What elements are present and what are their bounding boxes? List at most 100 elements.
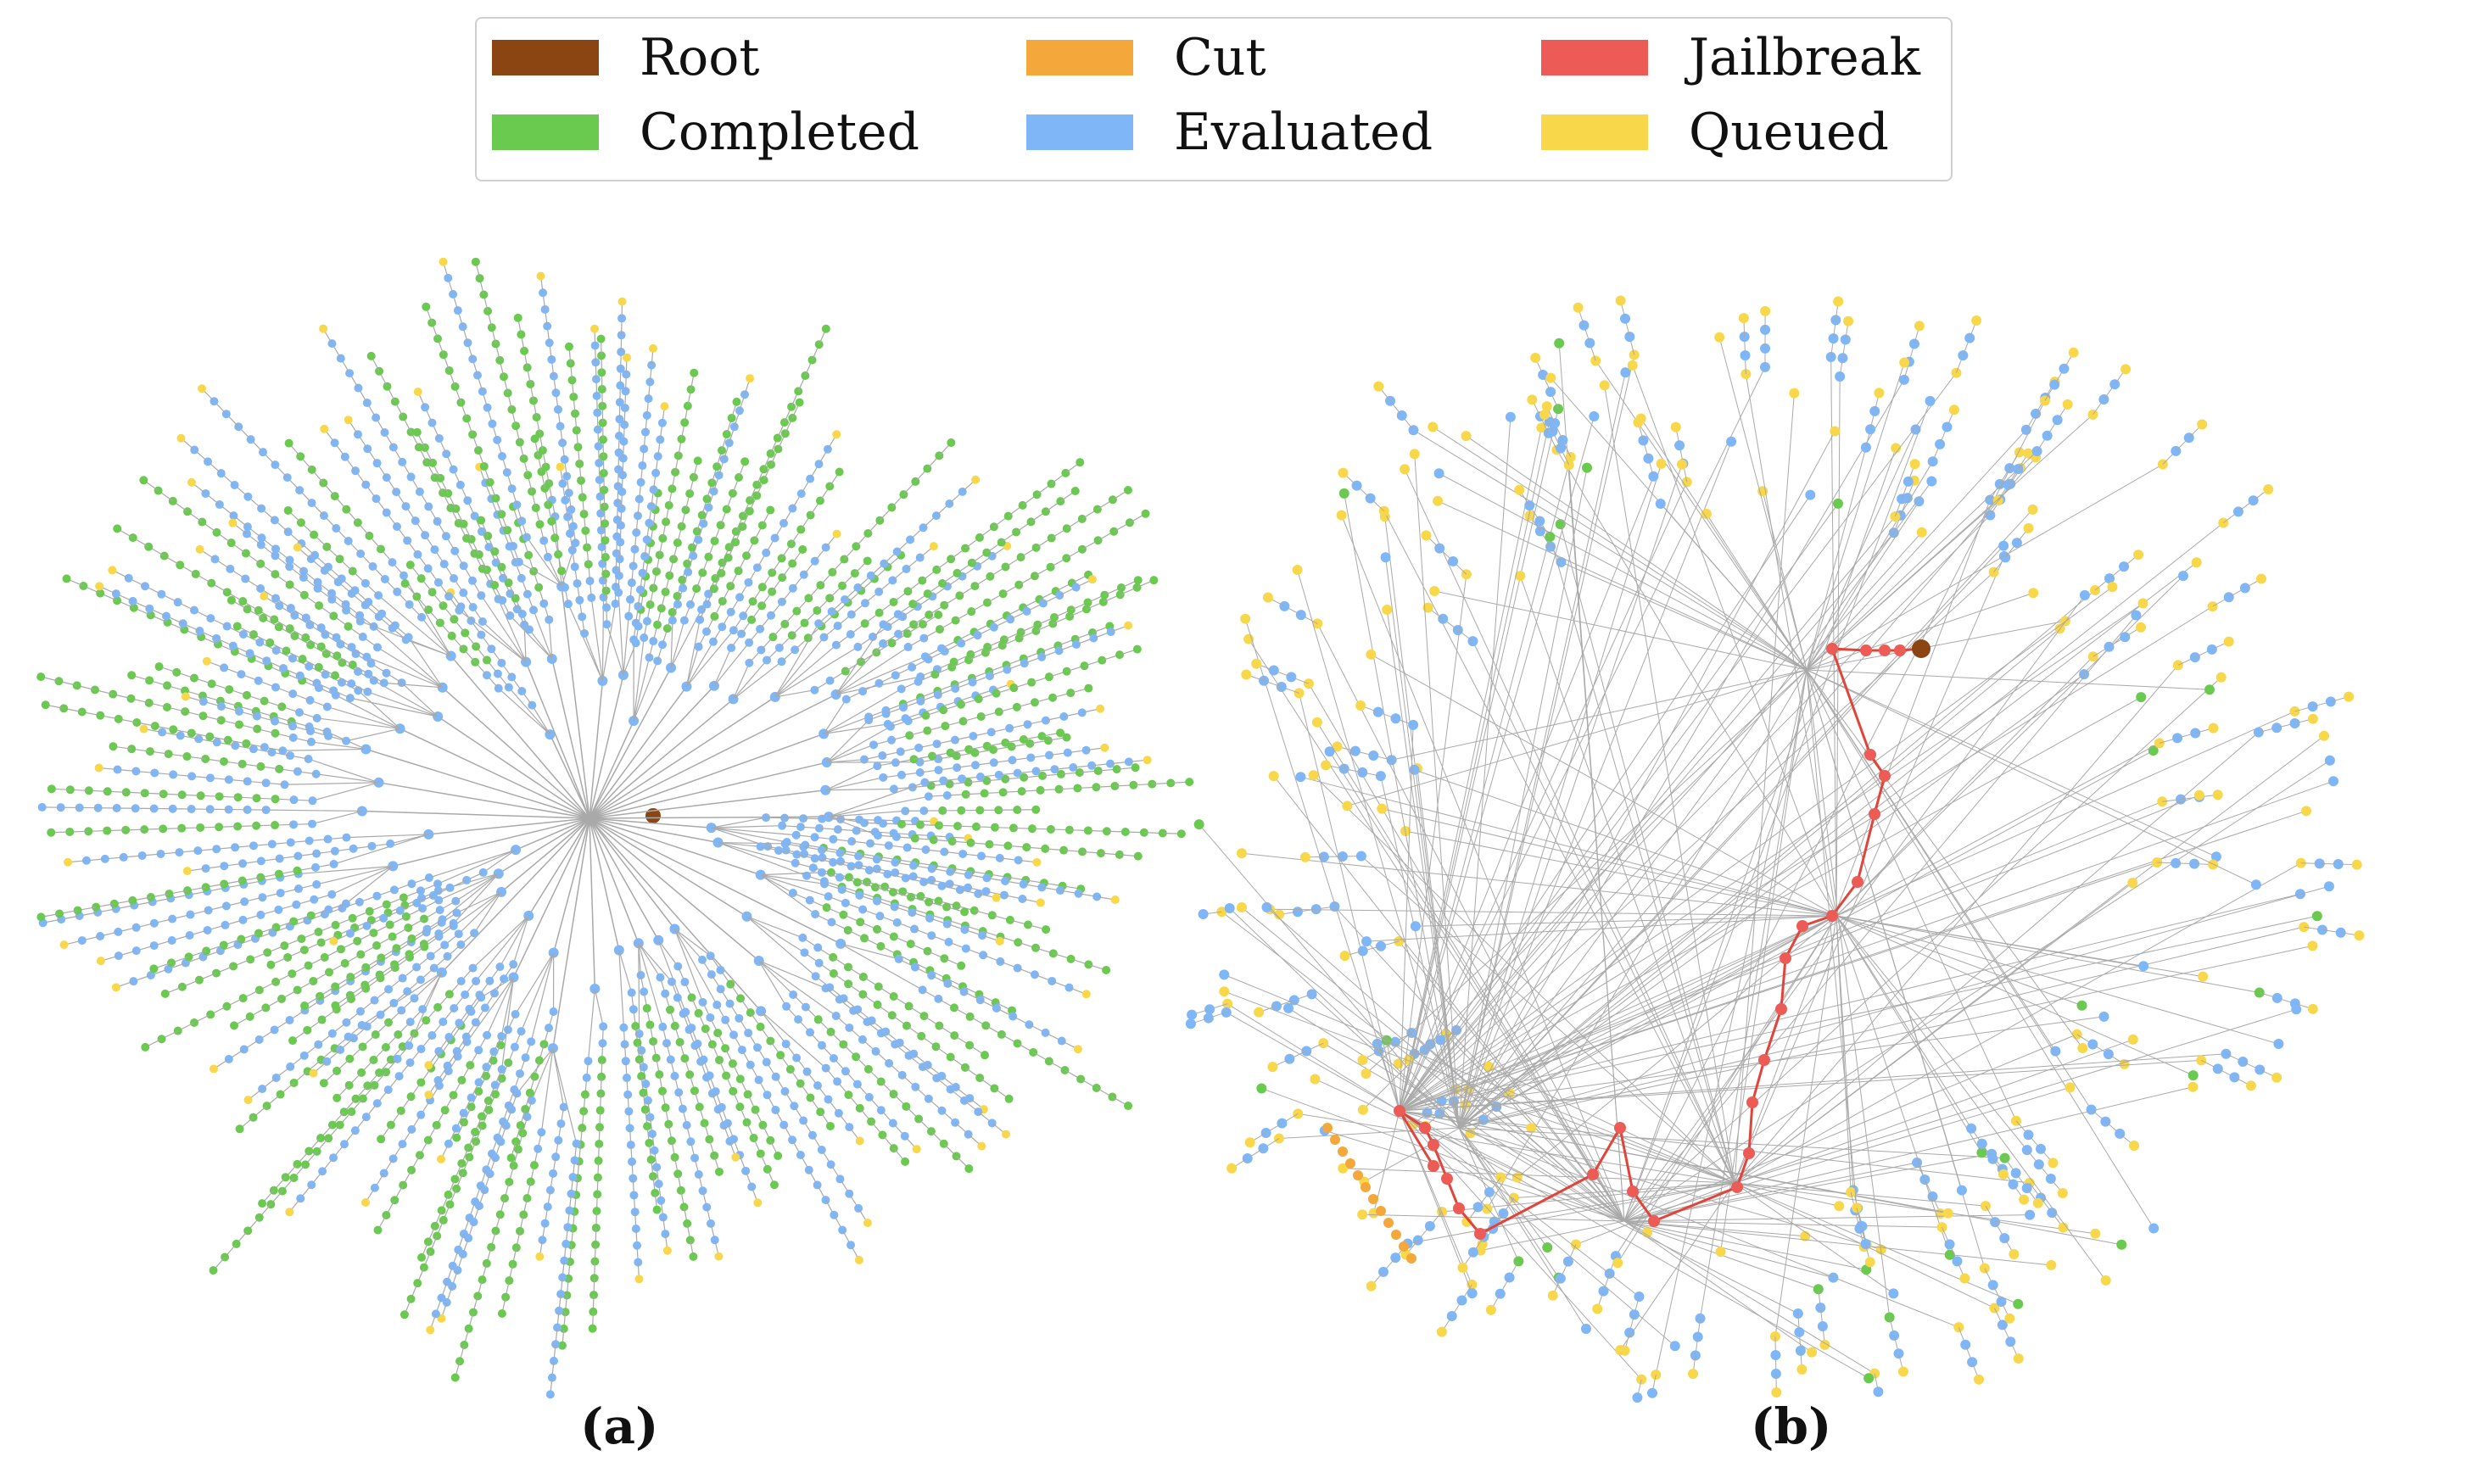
tree-node: [1100, 743, 1109, 752]
tree-edge: [589, 816, 830, 819]
tree-edge: [486, 977, 515, 1035]
tree-node: [652, 1205, 662, 1214]
tree-node: [377, 1135, 386, 1144]
tree-node: [141, 1042, 150, 1052]
tree-node: [344, 416, 353, 425]
tree-edge: [589, 694, 836, 819]
tree-edge: [711, 817, 767, 828]
tree-node: [198, 384, 207, 393]
tree-edge: [589, 789, 826, 819]
tree-edge: [483, 849, 517, 873]
tree-node: [1042, 925, 1051, 934]
tree-edge: [826, 719, 869, 763]
tree-edge: [345, 865, 394, 905]
tree-panel-a: [36, 257, 1194, 1399]
tree-node: [62, 574, 71, 583]
tree-edge: [601, 597, 605, 681]
tree-edge: [453, 891, 502, 927]
tree-node: [825, 1121, 835, 1130]
tree-node: [300, 1001, 310, 1011]
tree-node: [1032, 857, 1042, 867]
tree-node: [437, 1154, 446, 1163]
tree-edge: [589, 817, 712, 828]
tree-node: [1133, 576, 1143, 585]
tree-edge: [499, 915, 529, 968]
tree-edge: [718, 841, 796, 864]
tree-edge: [673, 929, 704, 1003]
tree-edge: [638, 942, 661, 978]
tree-edge: [298, 865, 394, 875]
tree-edge: [439, 873, 500, 901]
tree-edge: [826, 726, 891, 763]
tree-edge: [284, 782, 379, 785]
tree-node: [714, 1167, 724, 1176]
tree-node: [230, 1021, 239, 1030]
tree-edge: [528, 629, 553, 660]
tree-edge: [442, 687, 590, 819]
tree-edge: [421, 616, 452, 656]
tree-edge: [450, 656, 590, 819]
tree-node: [361, 1197, 371, 1207]
tree-edge: [531, 1047, 554, 1101]
tree-node: [36, 672, 46, 682]
tree-edge: [316, 773, 379, 784]
tree-node: [400, 1310, 409, 1319]
tree-node: [1062, 733, 1071, 742]
tree-node: [536, 271, 545, 281]
tree-edge: [711, 827, 787, 843]
tree-edge: [718, 841, 761, 847]
tree-edge: [520, 952, 555, 1032]
tree-edge: [480, 977, 514, 998]
tree-edge: [828, 810, 906, 817]
tree-node: [1176, 829, 1186, 839]
tree-edge: [590, 597, 604, 681]
tree-node: [821, 324, 830, 333]
tree-node: [452, 1133, 461, 1142]
tree-edge: [825, 777, 884, 791]
tree-edge: [617, 592, 624, 676]
tree-node: [212, 968, 221, 978]
tree-node: [319, 324, 328, 333]
tree-edge: [589, 733, 824, 819]
tree-edge: [835, 646, 908, 695]
tree-edge: [623, 616, 629, 676]
tree-edge: [403, 575, 452, 656]
tree-edge: [774, 689, 815, 698]
tree-edge: [589, 817, 760, 962]
tree-edge: [594, 988, 604, 1027]
tree-node: [413, 387, 422, 396]
tree-edge: [835, 624, 884, 695]
tree-edge: [467, 977, 514, 1042]
tree-edge: [567, 603, 603, 682]
tree-node: [1131, 763, 1140, 773]
tree-node: [309, 1068, 318, 1078]
tree-edge: [760, 1010, 827, 1069]
tree-node: [596, 334, 606, 343]
tree-edge: [475, 915, 529, 982]
tree-edge: [366, 748, 590, 819]
tree-node: [1149, 576, 1159, 585]
tree-edge: [333, 834, 429, 865]
tree-node: [497, 1309, 506, 1319]
tree-edge: [633, 637, 645, 722]
tree-edge: [835, 656, 926, 695]
tree-edge: [685, 646, 700, 687]
tree-edge: [589, 667, 672, 819]
tree-edge: [835, 643, 884, 695]
tree-node: [288, 1036, 298, 1046]
tree-edge: [548, 619, 553, 659]
tree-node: [995, 936, 1004, 946]
tree-edge: [638, 942, 673, 983]
tree-node: [714, 1252, 724, 1261]
tree-edge: [331, 865, 394, 895]
tree-node: [769, 1180, 779, 1190]
tree-node: [424, 1091, 433, 1100]
tree-edge: [618, 950, 633, 993]
tree-edge: [589, 817, 676, 929]
tree-edge: [549, 734, 590, 819]
tree-edge: [732, 662, 750, 700]
tree-node: [1031, 805, 1041, 814]
tree-edge: [393, 817, 590, 868]
tree-edge: [746, 916, 803, 939]
tree-edge: [265, 809, 362, 812]
